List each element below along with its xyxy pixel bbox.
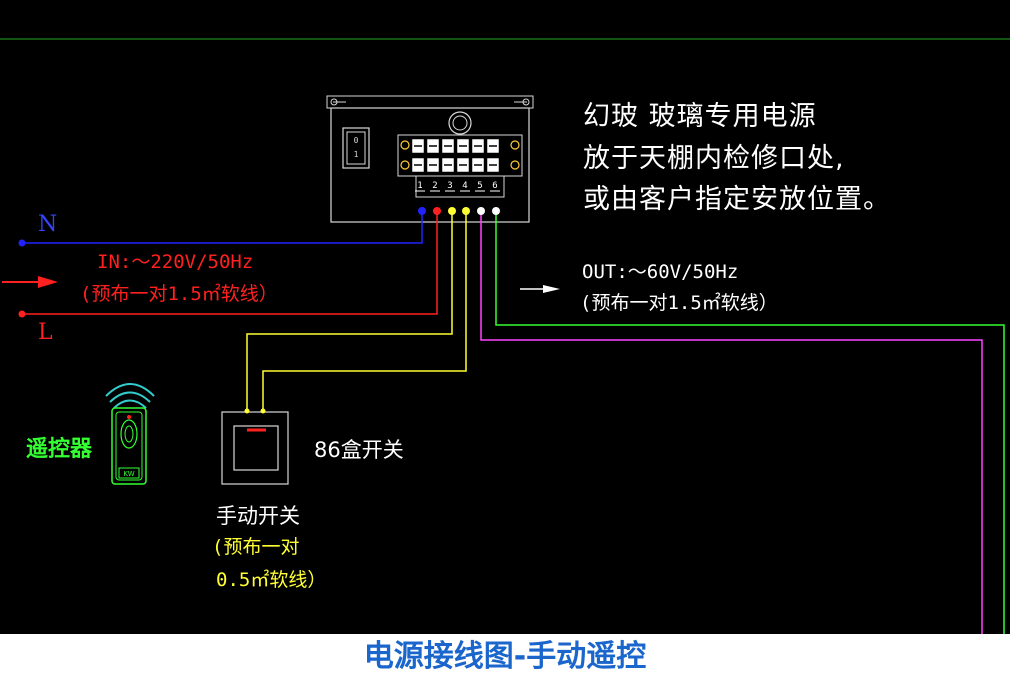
- terminal-dot-6: [492, 207, 500, 215]
- switch-wire-1: [246, 212, 453, 410]
- placement-note-line2: 或由客户指定安放位置。: [583, 184, 891, 215]
- live-end-dot: [18, 310, 26, 318]
- manual-cable-line1: (预布一对: [212, 536, 300, 558]
- manual-cable-line2: 0.5㎡软线）: [216, 569, 327, 591]
- mounting-bracket: [326, 95, 534, 109]
- output-wire-magenta: [480, 212, 983, 634]
- remote-brand: KW: [123, 470, 134, 478]
- input-arrow: [2, 276, 58, 288]
- terminal-dot-2: [433, 207, 441, 215]
- live-wire: [22, 212, 438, 315]
- terminal-dot-1: [418, 207, 426, 215]
- rocker-on-mark: 0: [354, 136, 359, 145]
- remote-label: 遥控器: [26, 437, 93, 462]
- terminal-cell: [411, 138, 425, 173]
- remote-control: KW: [105, 383, 155, 485]
- switch-wire-2: [262, 212, 467, 410]
- output-cable-spec: (预布一对1.5㎡软线）: [580, 292, 778, 314]
- neutral-wire: [22, 212, 423, 244]
- rocker-switch: [342, 127, 370, 169]
- terminal-number-6: 6: [492, 181, 497, 191]
- input-spec: IN:～220V/50Hz: [97, 251, 254, 273]
- diagram-caption: 电源接线图-手动遥控: [0, 634, 1010, 680]
- output-spec: OUT:～60V/50Hz: [582, 261, 739, 283]
- rocker-off-mark: 1: [354, 150, 359, 159]
- switch-box-label: 86盒开关: [314, 438, 404, 462]
- terminal-dot-3: [448, 207, 456, 215]
- terminal-number-1: 1: [417, 181, 422, 191]
- terminal-block: [397, 134, 523, 177]
- neutral-end-dot: [18, 239, 26, 247]
- terminal-dot-4: [462, 207, 470, 215]
- terminal-cell: [426, 138, 440, 173]
- mounting-hole-right: [522, 98, 530, 106]
- neutral-label: N: [38, 212, 58, 237]
- terminal-number-3: 3: [447, 181, 452, 191]
- terminal-number-4: 4: [462, 181, 467, 191]
- terminal-number-2: 2: [432, 181, 437, 191]
- terminal-cell: [471, 138, 485, 173]
- output-arrow: [520, 285, 560, 293]
- terminal-dot-5: [477, 207, 485, 215]
- manual-switch-box: [221, 408, 289, 485]
- remote-body: [111, 407, 147, 485]
- terminal-number-5: 5: [477, 181, 482, 191]
- live-label: L: [38, 320, 53, 345]
- terminal-cell: [486, 138, 500, 173]
- output-wire-green: [495, 212, 1005, 634]
- manual-switch-label: 手动开关: [216, 504, 300, 528]
- terminal-label-strip: [415, 175, 505, 198]
- terminal-cell: [441, 138, 455, 173]
- terminal-cell: [456, 138, 470, 173]
- input-cable-spec: (预布一对1.5㎡软线）: [80, 283, 278, 305]
- power-supply-title: 幻玻 玻璃专用电源: [583, 101, 817, 132]
- mounting-hole-left: [330, 98, 338, 106]
- placement-note-line1: 放于天棚内检修口处,: [583, 143, 845, 174]
- cable-gland: [448, 111, 472, 135]
